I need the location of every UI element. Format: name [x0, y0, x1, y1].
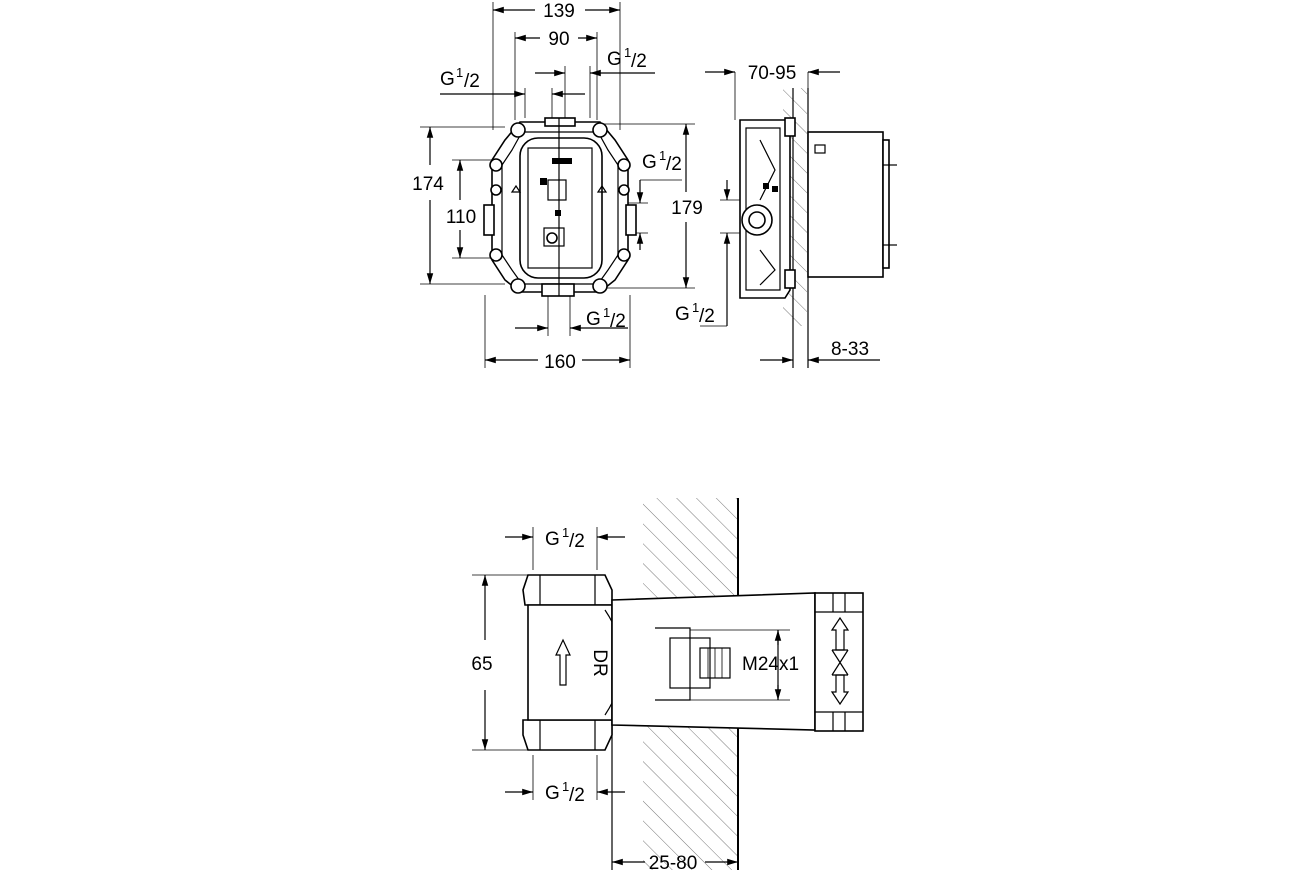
- thread-label-bottom: G 1 /2: [515, 290, 628, 336]
- dim-depth-range: 70-95: [748, 63, 797, 84]
- svg-text:/2: /2: [666, 154, 682, 175]
- dim-height-right: 179: [671, 198, 703, 219]
- dim-90: 90: [515, 29, 597, 50]
- thread-label-right: G 1 /2: [620, 148, 682, 250]
- dim-139: 139: [493, 1, 620, 22]
- svg-text:1: 1: [562, 525, 569, 540]
- front-view-mounting-box: 139 90 160 174 110 179 G: [412, 1, 703, 373]
- svg-text:G: G: [545, 783, 560, 804]
- svg-text:1: 1: [456, 65, 463, 80]
- svg-text:/2: /2: [699, 306, 715, 327]
- valve-section-view: 65 G 1 /2 G 1 /2 25-80: [471, 498, 864, 874]
- dim-70-95: 70-95: [705, 63, 840, 84]
- dim-8-33: 8-33: [760, 339, 880, 364]
- thread-label-side: G 1 /2: [675, 180, 731, 327]
- svg-text:1: 1: [624, 45, 631, 60]
- dim-25-80: 25-80: [612, 853, 738, 874]
- svg-text:/2: /2: [464, 71, 480, 92]
- svg-text:1: 1: [659, 148, 666, 163]
- svg-text:G: G: [607, 49, 622, 70]
- dim-height-inner: 110: [446, 207, 476, 228]
- dim-65: 65: [471, 574, 528, 751]
- dim-valve-depth: 25-80: [649, 853, 698, 874]
- dim-width-base: 160: [544, 352, 576, 373]
- thread-label-top-right: G 1 /2: [535, 45, 655, 118]
- dim-m24x1: M24x1: [690, 629, 799, 701]
- spindle-thread-label: M24x1: [742, 654, 799, 675]
- dim-height-overall: 174: [412, 174, 444, 195]
- mounting-box-front: [483, 117, 637, 297]
- dim-width-overall: 139: [543, 1, 575, 22]
- svg-text:/2: /2: [569, 531, 585, 552]
- dim-160: 160: [485, 352, 630, 373]
- svg-text:/2: /2: [631, 51, 647, 72]
- svg-text:1: 1: [562, 779, 569, 794]
- side-view-mounting-box: 70-95 8-33 G 1 /2: [675, 63, 897, 368]
- dim-110: 110: [446, 160, 476, 258]
- svg-text:G: G: [642, 152, 657, 173]
- svg-text:/2: /2: [569, 785, 585, 806]
- svg-text:G: G: [545, 529, 560, 550]
- svg-text:G: G: [440, 69, 455, 90]
- thread-label-valve-top: G 1 /2: [505, 525, 625, 570]
- svg-text:G: G: [675, 304, 690, 325]
- dim-179: 179: [671, 124, 703, 288]
- svg-text:1: 1: [603, 305, 610, 320]
- dim-174: 174: [412, 127, 444, 284]
- thread-label-valve-bottom: G 1 /2: [505, 755, 625, 806]
- dim-wall-range: 8-33: [831, 339, 869, 360]
- dim-width-inner: 90: [548, 29, 569, 50]
- svg-text:1: 1: [692, 300, 699, 315]
- dim-valve-height: 65: [471, 654, 492, 675]
- svg-text:G: G: [586, 309, 601, 330]
- svg-text:/2: /2: [610, 311, 626, 332]
- thread-label-top-left: G 1 /2: [440, 65, 585, 118]
- body-marking: DR: [589, 649, 610, 676]
